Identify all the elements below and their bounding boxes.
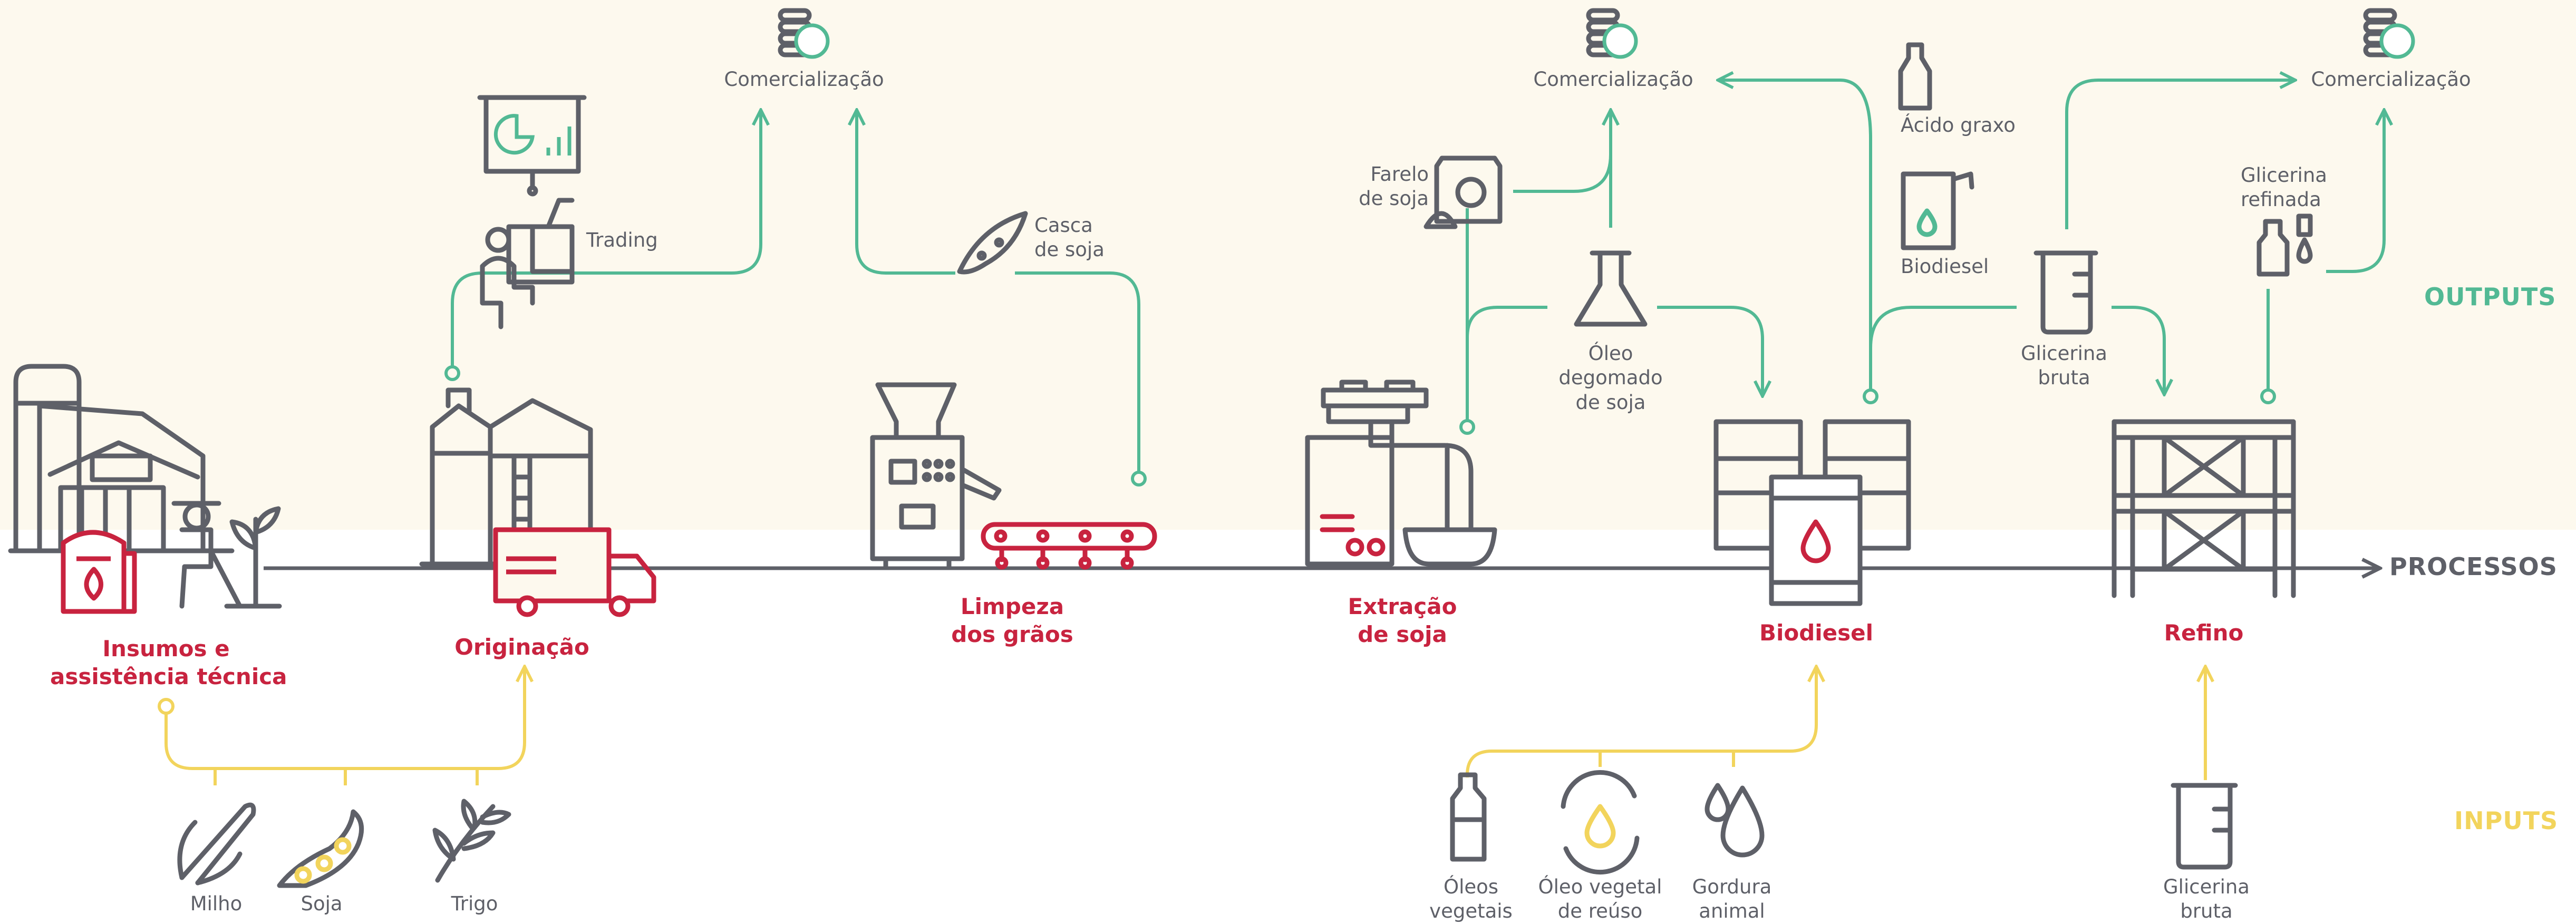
conveyor-icon xyxy=(981,522,1157,570)
soybean-pod-icon xyxy=(277,809,364,888)
dropper-bottles-icon xyxy=(2257,213,2313,277)
extractor-detail xyxy=(1320,514,1386,557)
drop-icon xyxy=(1800,519,1831,563)
canister-icon xyxy=(1901,171,1974,250)
processos-band-label: PROCESSOS xyxy=(2389,552,2558,581)
cleaning-machine-icon xyxy=(870,382,1002,569)
barrels-icon xyxy=(1713,419,1911,606)
soy-hull-icon xyxy=(957,211,1028,275)
input-oleo-reuso: Óleo vegetal de reúso xyxy=(1538,876,1662,923)
truck-icon xyxy=(493,527,656,617)
output-oleo-degomado: Óleo degomado de soja xyxy=(1558,342,1663,414)
wheat-icon xyxy=(432,799,511,883)
acid-bottle-icon xyxy=(1898,42,1932,111)
input-glicerina-bruta: Glicerina bruta xyxy=(2163,876,2250,923)
outputs-background xyxy=(0,0,2576,530)
process-label-limpeza: Limpeza dos grãos xyxy=(951,594,1073,647)
refinery-icon xyxy=(2112,419,2296,598)
output-trading: Trading xyxy=(586,229,658,251)
inputs-connectors xyxy=(158,668,2205,785)
oil-bottle-icon xyxy=(1450,772,1487,862)
process-label-refino: Refino xyxy=(2164,620,2244,646)
beaker-icon xyxy=(2171,783,2238,870)
output-comercializacao-2: Comercialização xyxy=(1533,68,1693,91)
input-soja: Soja xyxy=(301,892,343,915)
output-acido-graxo: Ácido graxo xyxy=(1901,114,2016,137)
inputs-band-label: INPUTS xyxy=(2454,806,2559,835)
process-label-biodiesel: Biodiesel xyxy=(1759,620,1874,646)
flask-icon xyxy=(1574,250,1648,327)
output-farelo-de-soja: Farelo de soja xyxy=(1359,163,1429,210)
process-label-extracao: Extração de soja xyxy=(1348,594,1457,647)
silo-icon xyxy=(419,387,593,567)
seed-bag-icon xyxy=(61,530,137,614)
output-biodiesel: Biodiesel xyxy=(1901,255,1989,278)
input-gordura-animal: Gordura animal xyxy=(1692,876,1772,923)
output-comercializacao-1: Comercialização xyxy=(724,68,884,91)
input-trigo: Trigo xyxy=(451,892,498,915)
beaker-icon xyxy=(2033,250,2098,335)
input-milho: Milho xyxy=(190,892,243,915)
output-casca-de-soja: Casca de soja xyxy=(1034,214,1105,261)
output-glicerina-refinada: Glicerina refinada xyxy=(2241,164,2327,211)
fat-drops-icon xyxy=(1705,783,1765,858)
recycle-drop-icon xyxy=(1561,770,1640,874)
outputs-band-label: OUTPUTS xyxy=(2424,283,2556,311)
input-oleos-vegetais: Óleos vegetais xyxy=(1429,876,1513,923)
output-glicerina-bruta: Glicerina bruta xyxy=(2021,342,2107,390)
corn-icon xyxy=(177,802,256,886)
output-comercializacao-3: Comercialização xyxy=(2311,68,2471,91)
extractor-icon xyxy=(1305,380,1497,567)
feed-bag-icon xyxy=(1423,155,1503,229)
outputs-connectors xyxy=(444,80,2384,487)
presentation-chart xyxy=(493,114,572,155)
process-label-insumos: Insumos e assistência técnica xyxy=(50,636,287,689)
process-label-originacao: Originação xyxy=(454,634,589,660)
dollar-badges xyxy=(794,23,2415,59)
trading-icon xyxy=(477,95,587,329)
